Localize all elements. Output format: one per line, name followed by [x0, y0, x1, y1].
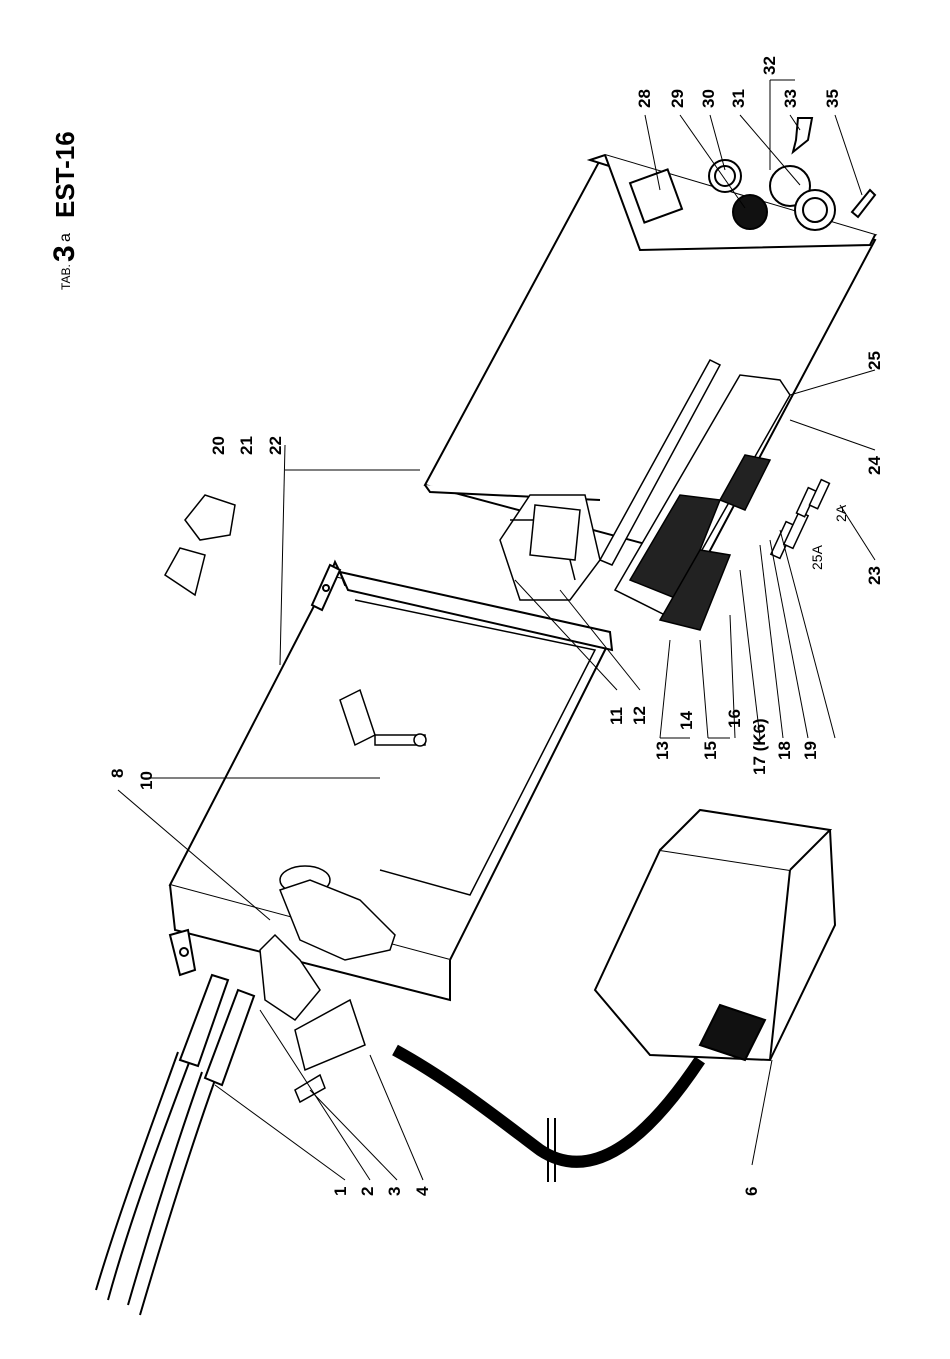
tab-suffix: a	[57, 233, 74, 242]
callout-25: 25	[865, 351, 884, 370]
knob	[165, 495, 235, 595]
callout-17: 17 (K6)	[750, 718, 769, 775]
callout-1: 1	[331, 1187, 350, 1196]
connector-cable	[395, 1050, 700, 1182]
callout-22: 22	[266, 436, 285, 455]
callout-35: 35	[823, 89, 842, 108]
transformer	[500, 495, 600, 600]
callout-28: 28	[635, 89, 654, 108]
callout-31: 31	[729, 89, 748, 108]
page-title: TAB. 3 a EST-16	[48, 131, 81, 290]
callout-32: 32	[760, 56, 779, 75]
callout-12: 12	[630, 706, 649, 725]
callout-23: 23	[865, 566, 884, 585]
callout-13: 13	[653, 741, 672, 760]
callout-3: 3	[385, 1187, 404, 1196]
front-panel	[590, 118, 875, 250]
supply-cables	[96, 975, 254, 1315]
callout-4: 4	[413, 1186, 432, 1196]
callout-10: 10	[137, 771, 156, 790]
callout-19: 19	[801, 741, 820, 760]
tab-prefix: TAB.	[59, 264, 73, 290]
callout-20: 20	[209, 436, 228, 455]
callout-8: 8	[108, 769, 127, 778]
plug-connector	[595, 810, 835, 1060]
model-name: EST-16	[50, 131, 80, 218]
callout-30: 30	[699, 89, 718, 108]
callout-16: 16	[725, 709, 744, 728]
fuse-25a-label: 25A	[809, 544, 825, 570]
callout-33: 33	[781, 89, 800, 108]
tab-number: 3	[48, 245, 81, 262]
fuse-2a-label: 2A	[833, 504, 849, 522]
callout-24: 24	[865, 456, 884, 475]
callout-14: 14	[677, 711, 696, 730]
callout-18: 18	[775, 741, 794, 760]
callout-2: 2	[358, 1187, 377, 1196]
callout-11: 11	[607, 707, 626, 725]
terminal-strip	[600, 360, 790, 630]
callout-21: 21	[237, 436, 256, 455]
fuse-rating-labels: 25A 2A	[809, 504, 849, 570]
callout-6: 6	[742, 1187, 761, 1196]
callout-15: 15	[701, 741, 720, 760]
callout-29: 29	[668, 89, 687, 108]
